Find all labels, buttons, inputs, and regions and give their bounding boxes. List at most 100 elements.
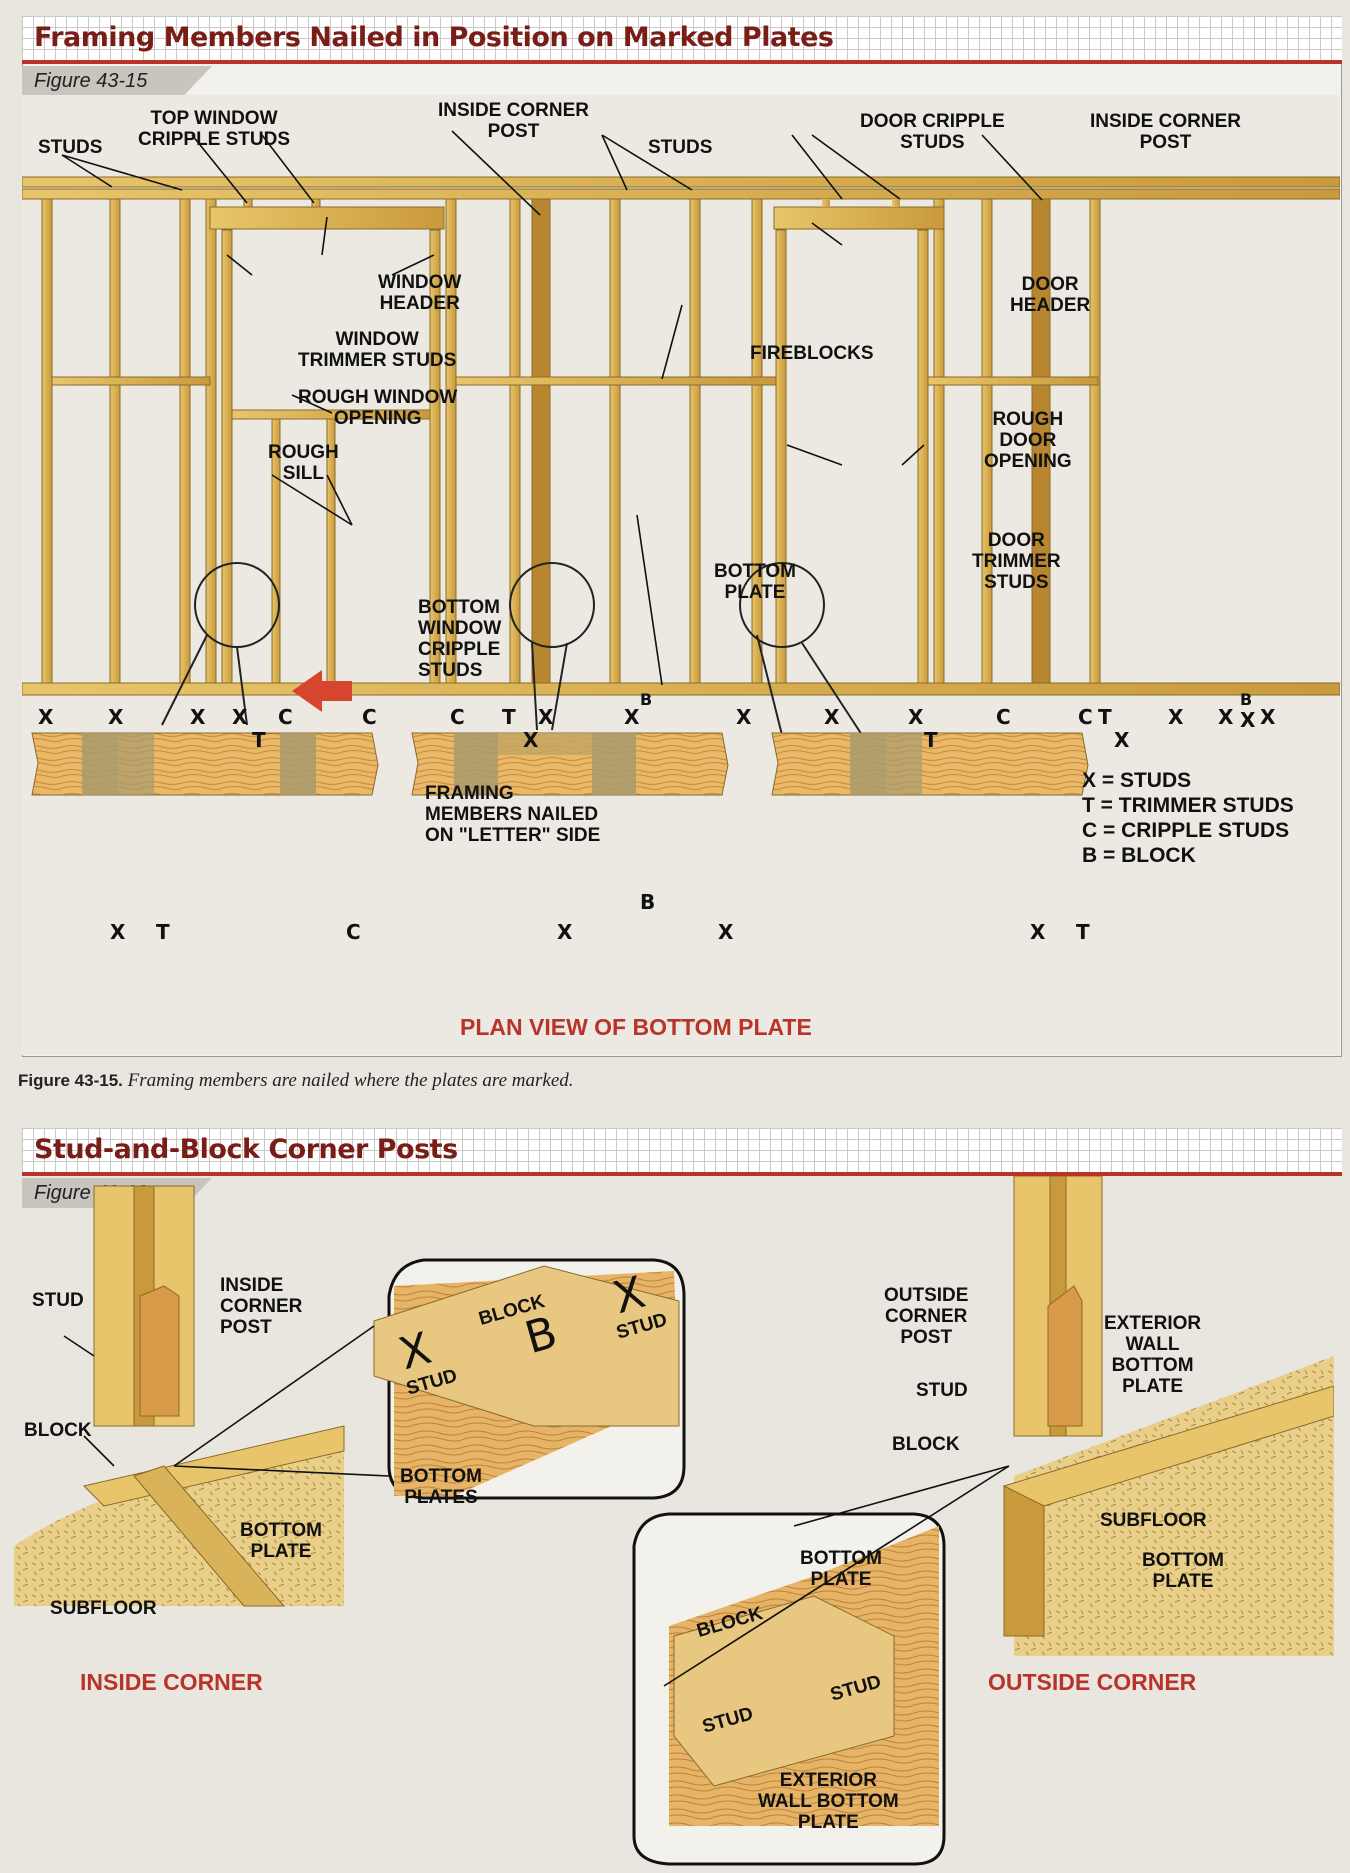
bottom-plate [22,682,1340,696]
plate-mark: X [1240,708,1256,732]
stud [509,198,521,684]
plan-mark: X [718,920,734,944]
plate-mark: X [624,705,640,729]
label-fireblocks: FIREBLOCKS [750,343,874,364]
label-bottom-plate: BOTTOM PLATE [800,1548,882,1590]
label-rough-door: ROUGH DOOR OPENING [984,409,1072,472]
label-inside-corner-post: INSIDE CORNER POST [1090,111,1241,153]
plate-mark: B [640,690,653,709]
corner-posts-diagram [14,1176,1334,1866]
plate-mark: X [523,728,539,752]
label-door-header: DOOR HEADER [1010,274,1091,316]
label-block: BLOCK [24,1420,92,1441]
caption-number: Figure 43-15. [18,1071,123,1090]
plate-mark: C [278,705,293,729]
section-header-corner-posts: Stud-and-Block Corner Posts [22,1128,1342,1176]
plate-mark: C [1078,705,1093,729]
inside-corner-post [531,198,551,684]
stud [205,198,217,684]
section-header-framing: Framing Members Nailed in Position on Ma… [22,16,1342,64]
plate-mark: X [108,705,124,729]
zoom-detail-2 [632,1512,946,1866]
label-bottom-plate: BOTTOM PLATE [1142,1550,1224,1592]
label-rough-window: ROUGH WINDOW OPENING [298,387,458,429]
plate-mark: X [38,705,54,729]
plate-mark: X [1260,705,1276,729]
stud [1089,198,1101,684]
stud [981,198,993,684]
stud [751,198,763,684]
plate-mark: B [1240,690,1253,709]
stud [179,198,191,684]
zoom-detail-1 [373,1258,686,1500]
label-subfloor: SUBFLOOR [50,1598,157,1619]
plan-mark: T [1076,920,1090,944]
plate-mark: X [1114,728,1130,752]
door-trimmer-stud [917,229,929,684]
plate-mark: X [824,705,840,729]
section-title: Framing Members Nailed in Position on Ma… [34,22,834,53]
plate-mark: T [924,728,938,752]
cripple-stud [271,418,281,684]
plate-mark: X [190,705,206,729]
figure-tab: Figure 43-15 [22,66,212,96]
label-stud: STUD [916,1380,968,1401]
top-plate [22,176,1340,188]
plate-mark: T [252,728,266,752]
plan-plate-3 [771,732,1089,796]
label-stud: STUD [32,1290,84,1311]
plate-mark: T [1098,705,1112,729]
plan-view-title: PLAN VIEW OF BOTTOM PLATE [460,1014,812,1040]
stud [609,198,621,684]
label-outside-corner-post: OUTSIDE CORNER POST [884,1285,969,1348]
section-title: Stud-and-Block Corner Posts [34,1134,458,1165]
plan-plate-1 [31,732,379,796]
plan-mark: X [110,920,126,944]
top-plate [22,188,1340,200]
cripple-stud [892,199,900,207]
plate-mark: X [1218,705,1234,729]
label-door-cripple: DOOR CRIPPLE STUDS [860,111,1005,153]
fireblock [927,376,1099,386]
label-framing-nailed: FRAMING MEMBERS NAILED ON "LETTER" SIDE [425,783,601,846]
outside-corner-scene [1002,1176,1334,1656]
label-inside-corner-post: INSIDE CORNER POST [438,100,589,142]
plate-mark: C [362,705,377,729]
plate-mark: X [538,705,554,729]
label-rough-sill: ROUGH SILL [268,442,339,484]
plate-mark: X [908,705,924,729]
plate-mark: X [1168,705,1184,729]
inside-corner-scene [14,1185,345,1607]
cripple-stud [822,199,830,207]
label-window-trimmer: WINDOW TRIMMER STUDS [298,329,457,371]
stud [109,198,121,684]
label-exterior-wall-bottom-plate: EXTERIOR WALL BOTTOM PLATE [1104,1313,1202,1397]
legend-item: T = TRIMMER STUDS [1082,794,1294,817]
plate-mark: C [996,705,1011,729]
wall-framing-diagram [22,95,1340,1055]
outside-corner-title: OUTSIDE CORNER [988,1669,1197,1695]
plan-mark: C [346,920,361,944]
caption-text: Framing members are nailed where the pla… [127,1070,574,1091]
plan-mark: T [156,920,170,944]
label-bottom-plates: BOTTOM PLATES [400,1466,482,1508]
label-bottom-window-cripple: BOTTOM WINDOW CRIPPLE STUDS [418,597,502,681]
label-bottom-plate: BOTTOM PLATE [714,561,796,603]
plate-mark: X [232,705,248,729]
figure-number: Figure 43-15 [34,70,148,92]
legend-item: C = CRIPPLE STUDS [1082,819,1290,842]
legend: X = STUDS T = TRIMMER STUDS C = CRIPPLE … [1082,768,1294,868]
plan-mark: X [1030,920,1046,944]
label-studs: STUDS [648,137,713,158]
label-door-trimmer: DOOR TRIMMER STUDS [972,530,1061,593]
stud [445,198,457,684]
plate-mark: C [450,705,465,729]
label-studs: STUDS [38,137,103,158]
plate-mark: T [502,705,516,729]
plan-mark: B [640,890,656,914]
stud [689,198,701,684]
fireblock [455,376,777,386]
inside-corner-title: INSIDE CORNER [80,1669,263,1695]
label-exterior-wall-bottom-plate: EXTERIOR WALL BOTTOM PLATE [758,1770,899,1833]
label-window-header: WINDOW HEADER [378,272,462,314]
